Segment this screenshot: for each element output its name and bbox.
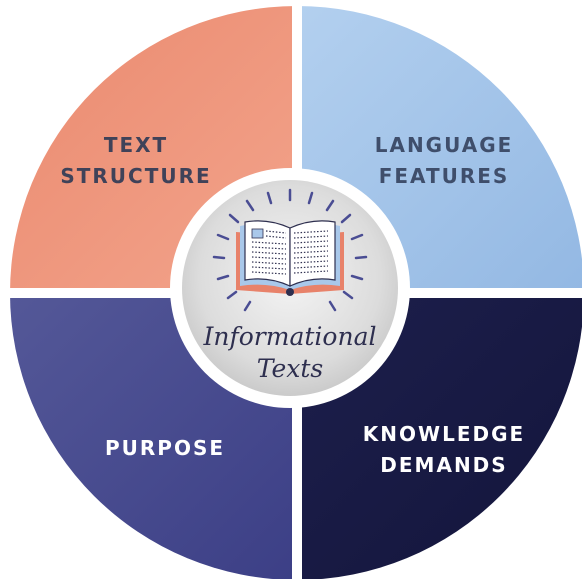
label-text-structure-line2: STRUCTURE xyxy=(60,164,211,188)
sparkle-rays-icon xyxy=(212,188,368,312)
label-purpose: PURPOSE xyxy=(105,436,225,460)
label-knowledge-demands-line2: DEMANDS xyxy=(380,453,507,477)
open-book-icon xyxy=(236,220,344,296)
label-knowledge-demands-line1: KNOWLEDGE xyxy=(363,422,525,446)
label-text-structure-line1: TEXT xyxy=(104,133,168,157)
label-language-features-line2: FEATURES xyxy=(379,164,510,188)
center-title-line2: Texts xyxy=(257,354,324,383)
label-language-features-line1: LANGUAGE xyxy=(375,133,514,157)
center-title-line1: Informational xyxy=(203,322,377,351)
